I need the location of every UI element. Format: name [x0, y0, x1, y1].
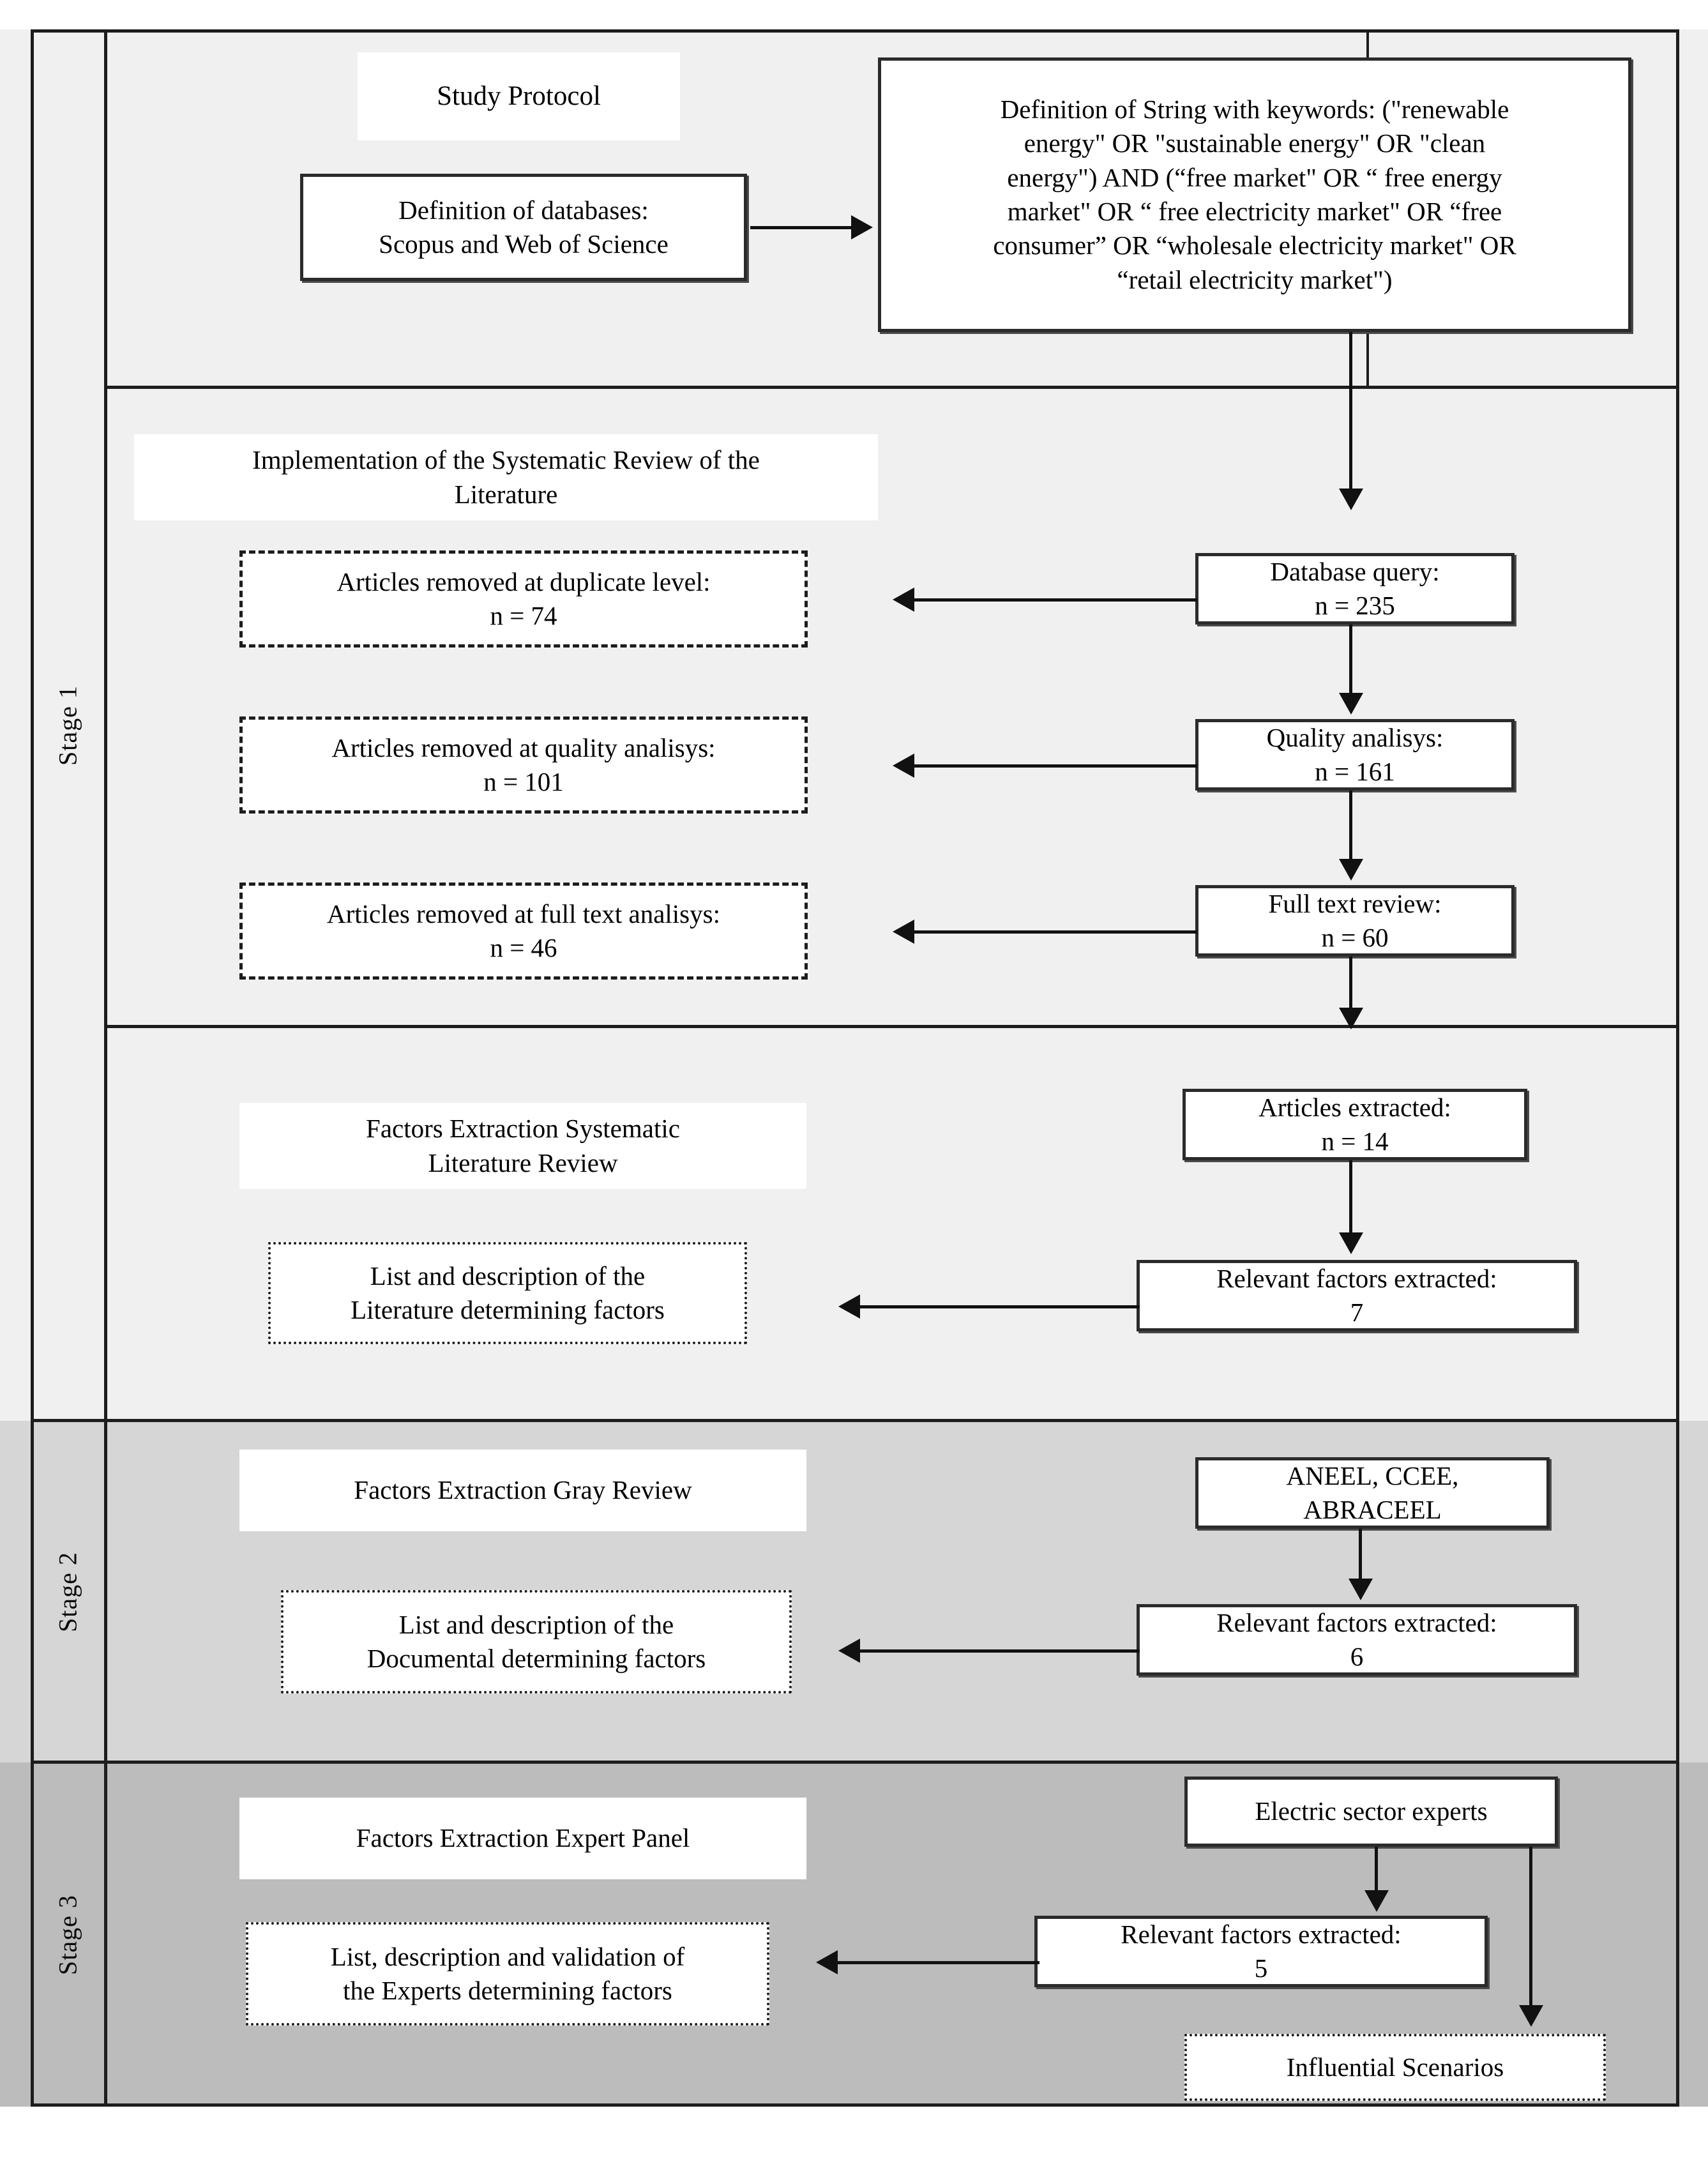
node-electric-sector-experts: Electric sector experts: [1184, 1777, 1558, 1847]
separator-stage1-stage2: [31, 1419, 1679, 1422]
connector-fulltext-to-articles: [1349, 957, 1352, 1026]
node-study-protocol: Study Protocol: [358, 52, 680, 140]
connector-query-to-removed-duplicate: [913, 598, 1197, 602]
stage-1-gutter: Stage 1: [31, 29, 107, 1421]
node-definition-string: Definition of String with keywords: ("re…: [878, 57, 1631, 332]
separator-stage2-stage3: [31, 1761, 1679, 1764]
arrowhead-list-literature: [838, 1294, 860, 1319]
connector-fulltext-to-removed-fulltext: [913, 930, 1197, 934]
connector-quality-to-fulltext: [1349, 791, 1352, 861]
node-definition-databases: Definition of databases: Scopus and Web …: [300, 174, 747, 281]
node-relevant-factors-5: Relevant factors extracted: 5: [1034, 1916, 1488, 1987]
arrowhead-experts-to-relevant5: [1364, 1890, 1389, 1912]
node-influential-scenarios: Influential Scenarios: [1184, 2034, 1606, 2101]
node-quality-analisys: Quality analisys: n = 161: [1195, 719, 1515, 791]
arrowhead-databases-to-string: [851, 215, 873, 239]
stage-3-label: Stage 3: [53, 1894, 82, 1975]
node-factors-extraction-slr: Factors Extraction Systematic Literature…: [239, 1103, 806, 1189]
node-list-literature: List and description of the Literature d…: [268, 1242, 747, 1344]
arrowhead-sources-to-relevant6: [1349, 1579, 1373, 1600]
node-factors-extraction-expert: Factors Extraction Expert Panel: [239, 1798, 806, 1879]
connector-databases-to-string: [750, 226, 852, 229]
node-list-documental: List and description of the Documental d…: [281, 1590, 792, 1693]
arrowhead-query-to-quality: [1339, 693, 1363, 715]
arrowhead-fulltext-to-articles: [1339, 1008, 1363, 1029]
arrowhead-removed-fulltext: [893, 920, 914, 944]
node-relevant-factors-6: Relevant factors extracted: 6: [1137, 1604, 1577, 1676]
arrowhead-removed-duplicate: [893, 587, 914, 612]
arrowhead-list-experts: [816, 1950, 838, 1974]
connector-relevant6-to-list-documental: [859, 1649, 1140, 1653]
stage-1-label: Stage 1: [53, 685, 82, 766]
node-articles-extracted: Articles extracted: n = 14: [1183, 1089, 1527, 1160]
connector-articles-to-relevant7: [1349, 1160, 1352, 1234]
stage-3-gutter: Stage 3: [31, 1762, 107, 2107]
node-removed-fulltext: Articles removed at full text analisys: …: [239, 883, 808, 980]
connector-experts-to-relevant5: [1375, 1847, 1378, 1893]
connector-relevant7-to-list-literature: [859, 1305, 1140, 1308]
separator-protocol-bottom: [107, 386, 1679, 389]
connector-relevant5-to-list-experts: [836, 1961, 1039, 1964]
separator-srl-bottom: [107, 1025, 1679, 1028]
connector-string-to-query: [1349, 332, 1352, 492]
node-removed-duplicate: Articles removed at duplicate level: n =…: [239, 550, 808, 648]
node-removed-quality: Articles removed at quality analisys: n …: [239, 716, 808, 814]
connector-quality-to-removed-quality: [913, 764, 1197, 768]
arrowhead-quality-to-fulltext: [1339, 859, 1363, 881]
arrowhead-string-to-query: [1339, 489, 1363, 510]
node-factors-extraction-gray: Factors Extraction Gray Review: [239, 1450, 806, 1531]
arrowhead-articles-to-relevant7: [1339, 1232, 1363, 1254]
diagram-frame: [31, 29, 1679, 2107]
connector-sources-to-relevant6: [1359, 1529, 1362, 1581]
stage-2-gutter: Stage 2: [31, 1421, 107, 1762]
connector-experts-to-scenarios: [1529, 1847, 1532, 2008]
arrowhead-removed-quality: [893, 754, 914, 778]
arrowhead-experts-to-scenarios: [1519, 2005, 1543, 2027]
node-sources-gray: ANEEL, CCEE, ABRACEEL: [1195, 1457, 1550, 1529]
node-relevant-factors-7: Relevant factors extracted: 7: [1137, 1260, 1577, 1331]
node-implementation-srl: Implementation of the Systematic Review …: [134, 434, 878, 520]
stage-2-label: Stage 2: [53, 1551, 82, 1632]
arrowhead-list-documental: [838, 1639, 860, 1663]
node-full-text-review: Full text review: n = 60: [1195, 885, 1515, 957]
connector-query-to-quality: [1349, 625, 1352, 695]
node-list-experts: List, description and validation of the …: [246, 1922, 769, 2026]
node-database-query: Database query: n = 235: [1195, 553, 1515, 625]
